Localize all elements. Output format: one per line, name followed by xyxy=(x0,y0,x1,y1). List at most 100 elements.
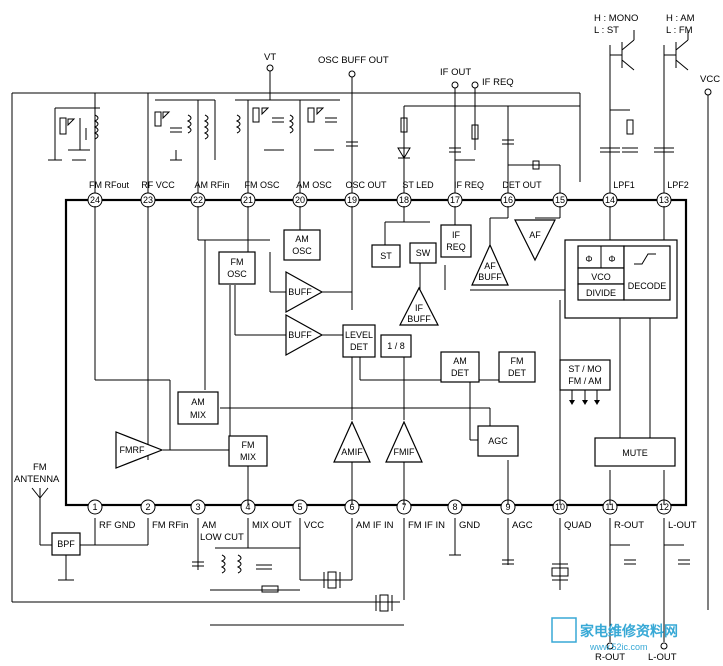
bottom-pin-label: L-OUT xyxy=(668,520,697,531)
bottom-pin-label: AM IF IN xyxy=(356,520,394,531)
top-pin-number: 21 xyxy=(243,195,253,205)
bpf-block: BPF xyxy=(51,532,81,556)
bottom-pin-label: VCC xyxy=(304,520,324,531)
svg-text:BUFF: BUFF xyxy=(478,272,502,282)
ic-outline xyxy=(64,198,688,507)
bottom-pin-label: AM xyxy=(202,520,216,531)
internal-wiring xyxy=(94,206,665,505)
svg-text:FM: FM xyxy=(231,257,244,267)
top-pin-23: 23 RF VCC xyxy=(140,180,175,208)
am-fm-label-1: H : AM xyxy=(666,13,695,24)
bottom-pin-number: 8 xyxy=(452,502,457,512)
bottom-pin-number: 5 xyxy=(297,502,302,512)
if-req-label: IF REQ xyxy=(482,77,514,88)
am-det-block: AM DET xyxy=(440,351,480,383)
watermark: 家电维修资料网 www.52ic.com xyxy=(551,617,678,652)
bottom-pin-2: 2FM RFin xyxy=(140,499,188,531)
st-mo-block: ST / MO FM / AM xyxy=(559,359,611,405)
top-pin-number: 17 xyxy=(450,195,460,205)
top-pin-label: AM RFin xyxy=(194,180,229,190)
top-pin-21: 21 FM OSC xyxy=(240,180,280,208)
top-pin-label: FM OSC xyxy=(245,180,280,190)
top-pin-label: LPF2 xyxy=(667,180,689,190)
osc-buff-out-label: OSC BUFF OUT xyxy=(318,55,389,66)
svg-text:MUTE: MUTE xyxy=(622,448,648,458)
top-pin-row: 24 FM RFout 23 RF VCC 22 AM RFin 21 FM OSC 20 AM … xyxy=(87,180,689,208)
bottom-pin-label: MIX OUT xyxy=(252,520,292,531)
mono-st-label-1: H : MONO xyxy=(594,13,638,24)
fmrf-amp: FMRF xyxy=(115,431,164,469)
svg-text:IF: IF xyxy=(415,303,424,313)
bottom-pin-number: 1 xyxy=(92,502,97,512)
sw-block: SW xyxy=(409,242,437,264)
vcc-right-label: VCC xyxy=(700,74,720,85)
l-out-label: L-OUT xyxy=(648,652,677,663)
svg-text:ST / MO: ST / MO xyxy=(568,364,601,374)
svg-text:FM: FM xyxy=(242,440,255,450)
bottom-pin-number: 7 xyxy=(401,502,406,512)
bottom-pin-number: 2 xyxy=(145,502,150,512)
top-pin-20: 20 AM OSC xyxy=(292,180,332,208)
bottom-pin-1: 1RF GND xyxy=(87,499,136,531)
top-pin-label: AM OSC xyxy=(296,180,332,190)
bottom-pin-label: AGC xyxy=(512,520,533,531)
top-pin-label: FM RFout xyxy=(89,180,130,190)
svg-text:DET: DET xyxy=(451,368,470,378)
agc-block: AGC xyxy=(477,425,519,457)
top-pin-label: ST LED xyxy=(402,180,434,190)
svg-text:FM: FM xyxy=(511,356,524,366)
top-pin-label: RF VCC xyxy=(141,180,175,190)
top-pin-number: 22 xyxy=(193,195,203,205)
bottom-pin-number: 9 xyxy=(505,502,510,512)
top-pin-number: 23 xyxy=(143,195,153,205)
amif-amp: AMIF xyxy=(333,420,371,463)
top-pin-number: 20 xyxy=(295,195,305,205)
svg-text:BPF: BPF xyxy=(57,539,75,549)
svg-text:AMIF: AMIF xyxy=(341,447,363,457)
if-out-label: IF OUT xyxy=(440,67,471,78)
svg-text:VCO: VCO xyxy=(591,272,611,282)
bottom-pin-number: 10 xyxy=(555,502,565,512)
top-pin-number: 14 xyxy=(605,195,615,205)
top-pin-label: LPF1 xyxy=(613,180,635,190)
svg-text:ST: ST xyxy=(380,251,392,261)
svg-text:FMIF: FMIF xyxy=(394,447,415,457)
bottom-pin-number: 4 xyxy=(245,502,250,512)
svg-text:MIX: MIX xyxy=(190,410,206,420)
fm-antenna-label-1: FM xyxy=(33,462,47,473)
bottom-pin-3: 3AM xyxy=(190,499,216,531)
divide-by-8-block: 1 / 8 xyxy=(380,334,412,358)
bottom-pin-label: FM IF IN xyxy=(408,520,445,531)
svg-text:DECODE: DECODE xyxy=(628,281,667,291)
svg-text:FMRF: FMRF xyxy=(120,445,145,455)
pin3-low-cut-label: LOW CUT xyxy=(200,532,244,543)
mono-st-label-2: L : ST xyxy=(594,25,619,36)
svg-text:家电维修资料网: 家电维修资料网 xyxy=(580,623,678,640)
svg-text:REQ: REQ xyxy=(446,242,466,252)
top-pin-number: 24 xyxy=(90,195,100,205)
am-fm-label-2: L : FM xyxy=(666,25,693,36)
svg-text:FM / AM: FM / AM xyxy=(568,376,602,386)
svg-text:AGC: AGC xyxy=(488,436,508,446)
am-mix-block: AM MIX xyxy=(177,391,219,425)
svg-text:AM: AM xyxy=(453,356,467,366)
if-buff-amp: IF BUFF xyxy=(399,286,439,326)
bottom-pin-label: R-OUT xyxy=(614,520,644,531)
svg-text:IF: IF xyxy=(452,230,461,240)
svg-text:AF: AF xyxy=(529,230,541,240)
bottom-external-circuit xyxy=(31,487,690,650)
fm-antenna-label-2: ANTENNA xyxy=(14,474,60,485)
svg-text:AM: AM xyxy=(295,234,309,244)
if-req-block: IF REQ xyxy=(440,224,472,258)
level-det-block: LEVEL DET xyxy=(342,324,376,358)
svg-text:OSC: OSC xyxy=(292,246,312,256)
